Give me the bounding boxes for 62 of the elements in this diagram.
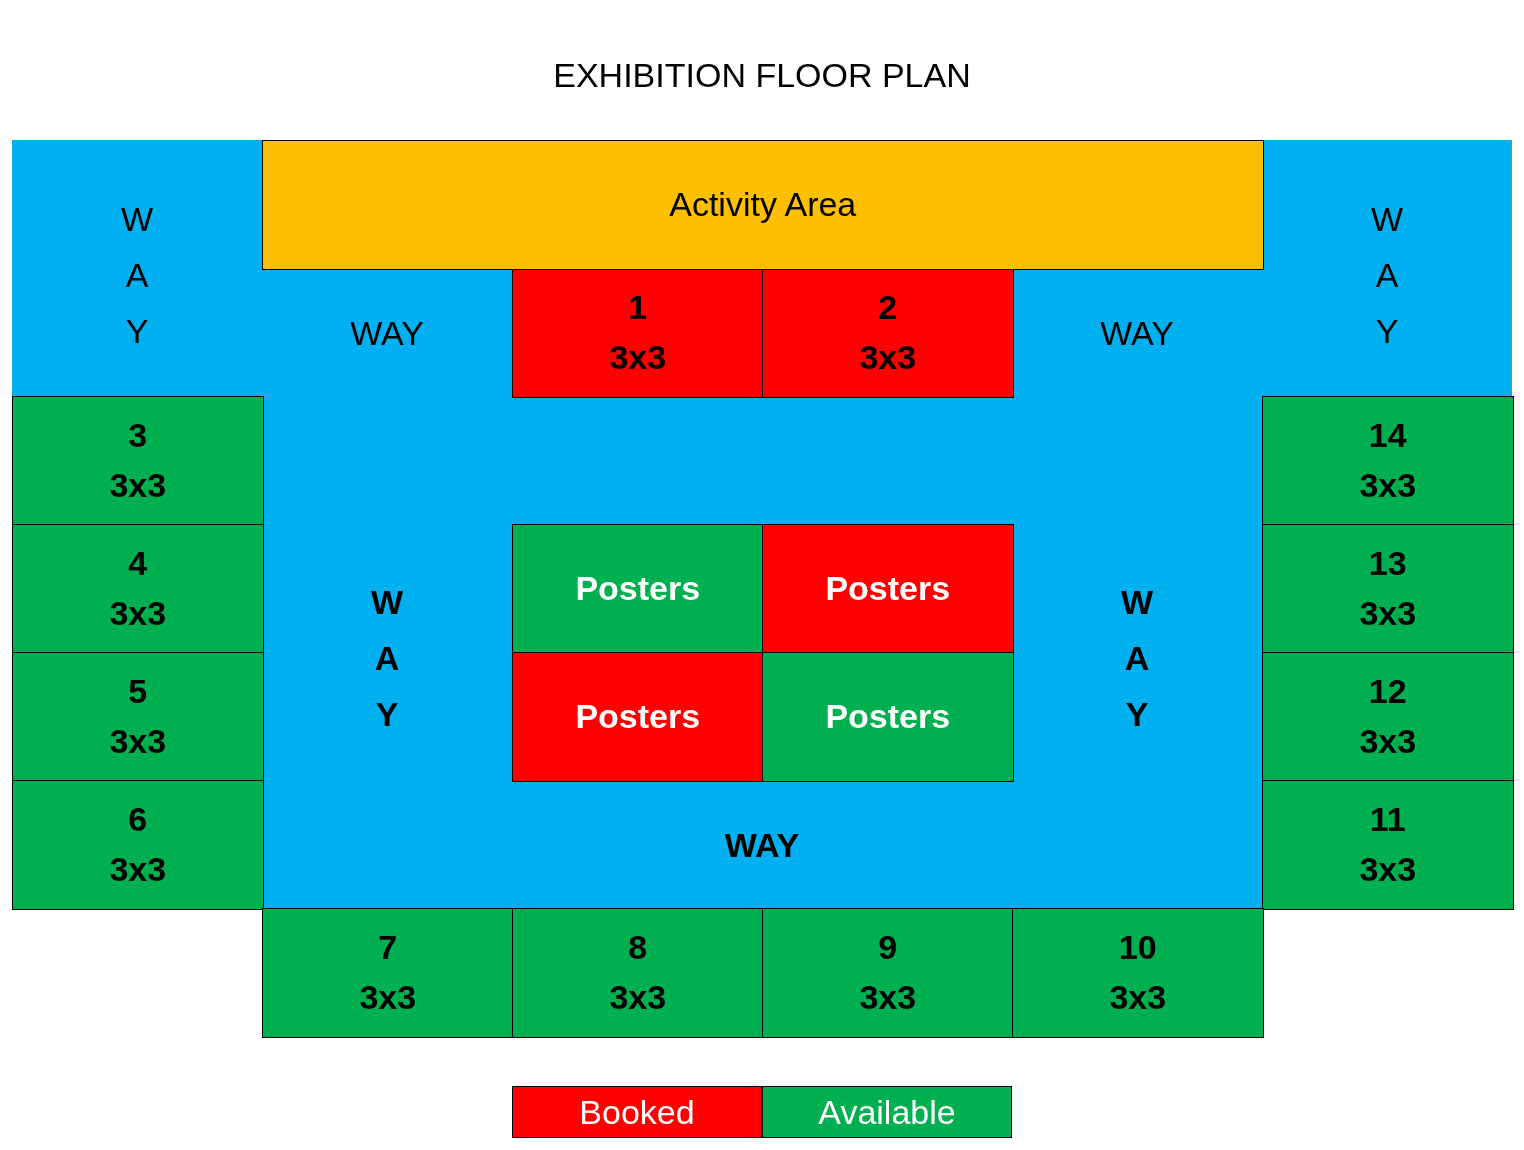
area-label: Activity Area xyxy=(669,184,857,226)
poster-label: Posters xyxy=(825,568,951,610)
aisle-label: W A Y xyxy=(120,198,154,353)
booth-number: 1 xyxy=(628,287,648,329)
booth-number: 9 xyxy=(878,927,898,969)
booth-size: 3x3 xyxy=(1359,720,1417,762)
booth xyxy=(12,780,264,910)
booth-size: 3x3 xyxy=(109,848,167,890)
booth xyxy=(262,908,514,1038)
booth xyxy=(12,524,264,654)
booth xyxy=(762,908,1014,1038)
booth-size: 3x3 xyxy=(859,976,917,1018)
booth xyxy=(762,268,1014,398)
booth-size: 3x3 xyxy=(109,592,167,634)
booth-size: 3x3 xyxy=(859,336,917,378)
poster-area xyxy=(762,652,1014,782)
booth xyxy=(12,396,264,526)
booth-number: 7 xyxy=(378,927,398,969)
booth-number: 8 xyxy=(628,927,648,969)
poster-area xyxy=(512,524,764,654)
activity-area xyxy=(262,140,1264,270)
poster-label: Posters xyxy=(825,696,951,738)
aisle-label: W A Y xyxy=(1120,581,1154,736)
aisle-label: WAY xyxy=(350,312,424,354)
booth-number: 2 xyxy=(878,287,898,329)
booth xyxy=(1262,524,1514,654)
aisle-label: W A Y xyxy=(1370,198,1404,353)
booth-number: 6 xyxy=(128,799,148,841)
booth-size: 3x3 xyxy=(609,976,667,1018)
booth xyxy=(1262,396,1514,526)
booth-size: 3x3 xyxy=(1109,976,1167,1018)
booth-size: 3x3 xyxy=(109,720,167,762)
poster-label: Posters xyxy=(575,568,701,610)
aisle-label: WAY xyxy=(724,824,800,866)
booth-number: 4 xyxy=(128,543,148,585)
booth xyxy=(1012,908,1264,1038)
booth-number: 12 xyxy=(1368,671,1407,713)
poster-area xyxy=(512,652,764,782)
booth-size: 3x3 xyxy=(1359,464,1417,506)
booth-number: 5 xyxy=(128,671,148,713)
title: EXHIBITION FLOOR PLAN xyxy=(552,56,972,95)
booth xyxy=(512,268,764,398)
aisle-label: W A Y xyxy=(370,581,404,736)
booth-number: 10 xyxy=(1118,927,1157,969)
poster-area xyxy=(762,524,1014,654)
booth xyxy=(1262,780,1514,910)
booth-size: 3x3 xyxy=(109,464,167,506)
booth-size: 3x3 xyxy=(1359,848,1417,890)
booth-number: 14 xyxy=(1368,415,1407,457)
booth-number: 13 xyxy=(1368,543,1407,585)
legend-label: Available xyxy=(818,1092,956,1132)
booth-number: 11 xyxy=(1369,799,1406,841)
booth xyxy=(12,652,264,782)
booth-size: 3x3 xyxy=(359,976,417,1018)
booth-size: 3x3 xyxy=(1359,592,1417,634)
booth-size: 3x3 xyxy=(609,336,667,378)
booth-number: 3 xyxy=(128,415,148,457)
booth xyxy=(1262,652,1514,782)
aisle-label: WAY xyxy=(1100,312,1174,354)
booth xyxy=(512,908,764,1038)
poster-label: Posters xyxy=(575,696,701,738)
legend-label: Booked xyxy=(579,1092,695,1132)
